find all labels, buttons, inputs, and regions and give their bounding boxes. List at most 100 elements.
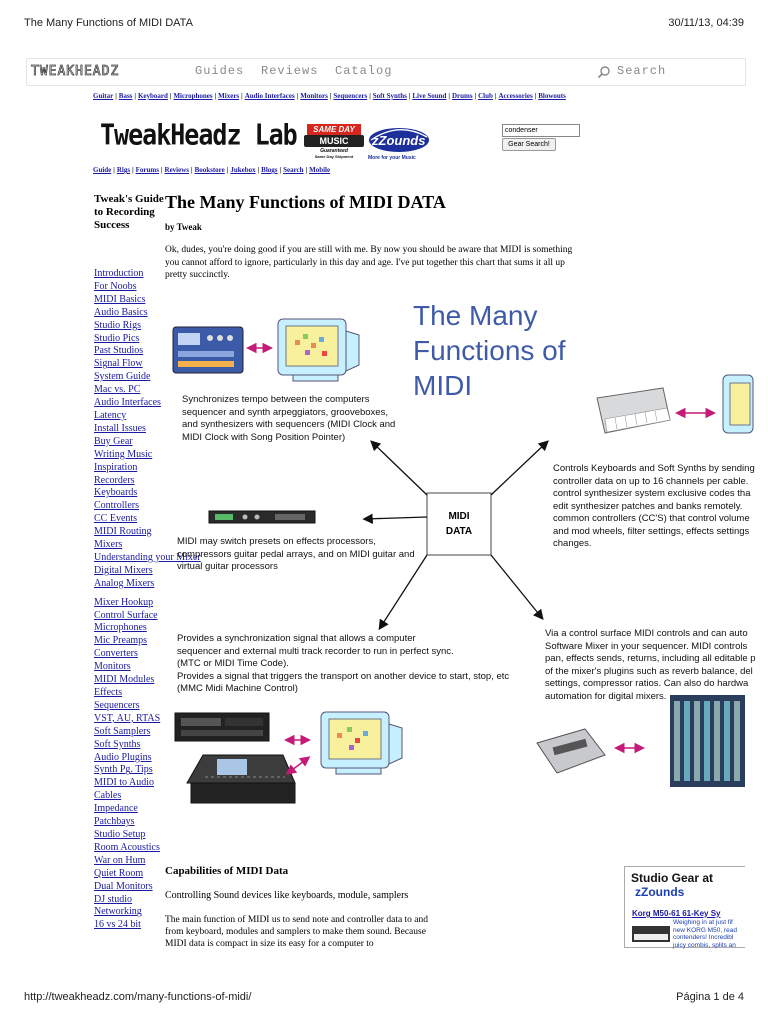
sub-link-guide[interactable]: Guide [93, 166, 112, 174]
search-field[interactable]: Search [597, 63, 737, 81]
sidebar-link-synth-pg-tips[interactable]: Synth Pg. Tips [94, 764, 153, 776]
sidebar-link-digital-mixers[interactable]: Digital Mixers [94, 564, 153, 576]
sub-link-jukebox[interactable]: Jukebox [230, 166, 256, 174]
arrow-to-surface [490, 554, 544, 621]
sidebar-link-recorders[interactable]: Recorders [94, 474, 135, 486]
sidebar-link-introduction[interactable]: Introduction [94, 268, 144, 279]
sidebar-link-buy-gear[interactable]: Buy Gear [94, 435, 133, 447]
nav-reviews[interactable]: Reviews [261, 64, 319, 78]
sidebar-link-midi-modules[interactable]: MIDI Modules [94, 674, 155, 686]
category-link-monitors[interactable]: Monitors [300, 92, 328, 100]
gear-search-button[interactable]: Gear Search! [502, 138, 556, 151]
clock-text-line: and synthesizers with sequencers (MIDI C… [182, 419, 396, 430]
category-link-drums[interactable]: Drums [451, 92, 473, 100]
sidebar-link-install-issues[interactable]: Install Issues [94, 422, 146, 434]
print-header-datetime: 30/11/13, 04:39 [668, 17, 744, 29]
sub-link-reviews[interactable]: Reviews [164, 166, 190, 174]
sidebar-link-16-vs-24-bit[interactable]: 16 vs 24 bit [94, 919, 141, 931]
tweakheadz-lab-logo[interactable]: TweakHeadz Lab [100, 117, 298, 152]
link-separator: | [448, 92, 450, 100]
category-link-bass[interactable]: Bass [118, 92, 133, 100]
category-link-club[interactable]: Club [478, 92, 493, 100]
sidebar-link-cc-events[interactable]: CC Events [94, 513, 138, 525]
sidebar-link-networking[interactable]: Networking [94, 906, 142, 918]
category-link-guitar[interactable]: Guitar [93, 92, 114, 100]
sidebar-link-audio-basics[interactable]: Audio Basics [94, 306, 148, 318]
gear-search-input[interactable] [502, 124, 580, 137]
category-link-microphones[interactable]: Microphones [173, 92, 213, 100]
sidebar-link-audio-interfaces[interactable]: Audio Interfaces [94, 397, 161, 409]
sidebar-link-sequencers[interactable]: Sequencers [94, 699, 140, 711]
category-link-mixers[interactable]: Mixers [218, 92, 240, 100]
nav-guides[interactable]: Guides [195, 64, 245, 78]
sidebar-link-microphones[interactable]: Microphones [94, 622, 147, 634]
surface-text-line: of the mixer's plugins such as reverb ba… [545, 665, 753, 677]
sidebar-link-soft-samplers[interactable]: Soft Samplers [94, 725, 151, 737]
sidebar-link-past-studios[interactable]: Past Studios [94, 345, 144, 357]
sub-link-search[interactable]: Search [283, 166, 304, 174]
sidebar-link-converters[interactable]: Converters [94, 648, 138, 660]
sidebar-link-system-guide[interactable]: System Guide [94, 371, 151, 383]
sidebar-link-room-acoustics[interactable]: Room Acoustics [94, 841, 160, 853]
sub-link-bookstore[interactable]: Bookstore [194, 166, 225, 174]
sidebar-link-cables[interactable]: Cables [94, 790, 122, 802]
category-link-accessories[interactable]: Accessories [498, 92, 533, 100]
sidebar-link-control-surface[interactable]: Control Surface [94, 609, 158, 621]
keyboards-text-line: and mod wheels, filter settings, effects… [553, 525, 750, 537]
sidebar-link-audio-plugins[interactable]: Audio Plugins [94, 751, 152, 763]
sidebar-link-studio-setup[interactable]: Studio Setup [94, 828, 146, 840]
sidebar-link-for-noobs[interactable]: For Noobs [94, 280, 137, 292]
gear-product-link[interactable]: Korg M50-61 61-Key Sy [632, 909, 721, 918]
surface-text-line: pan, effects sends, returns, including a… [545, 653, 756, 664]
sidebar-link-studio-pics[interactable]: Studio Pics [94, 332, 140, 344]
sidebar-link-soft-synths[interactable]: Soft Synths [94, 738, 141, 750]
sidebar-link-mixer-hookup[interactable]: Mixer Hookup [94, 596, 154, 608]
sub-links: Guide|Rigs|Forums|Reviews|Bookstore|Juke… [93, 166, 330, 174]
diagram-title-line-3: MIDI [413, 370, 472, 401]
clock-text-line: sequencer and synth arpeggiators, groove… [182, 406, 388, 418]
sub-link-blogs[interactable]: Blogs [261, 166, 278, 174]
link-separator: | [191, 166, 193, 174]
category-link-blowouts[interactable]: Blowouts [538, 92, 566, 100]
nav-catalog[interactable]: Catalog [335, 64, 393, 78]
sidebar-link-mixers[interactable]: Mixers [94, 539, 123, 551]
same-day-music-ad[interactable]: SAME DAY MUSIC Guaranteed Same Day Shipm… [304, 124, 364, 162]
sidebar-link-patchbays[interactable]: Patchbays [94, 816, 135, 828]
studio-gear-brand[interactable]: zZounds [635, 885, 685, 899]
zzounds-ad[interactable]: zZounds More for your Music [368, 125, 430, 163]
sidebar-link-controllers[interactable]: Controllers [94, 500, 139, 512]
capabilities-subheading: Controlling Sound devices like keyboards… [165, 890, 409, 901]
category-link-live-sound[interactable]: Live Sound [412, 92, 447, 100]
sidebar-link-mic-preamps[interactable]: Mic Preamps [94, 635, 148, 647]
sidebar-link-understanding-your-mixer[interactable]: Understanding your Mixer [94, 551, 201, 563]
category-link-audio-interfaces[interactable]: Audio Interfaces [244, 92, 295, 100]
sidebar-link-vst-au-rtas[interactable]: VST, AU, RTAS [94, 712, 161, 724]
category-link-soft-synths[interactable]: Soft Synths [372, 92, 407, 100]
sub-link-mobile[interactable]: Mobile [309, 166, 331, 174]
sub-link-forums[interactable]: Forums [135, 166, 159, 174]
sidebar-link-war-on-hum[interactable]: War on Hum [94, 854, 146, 866]
sidebar-link-keyboards[interactable]: Keyboards [94, 487, 138, 499]
sidebar-link-effects[interactable]: Effects [94, 687, 123, 698]
sidebar-link-dual-monitors[interactable]: Dual Monitors [94, 880, 153, 892]
sidebar-link-quiet-room[interactable]: Quiet Room [94, 867, 144, 879]
sidebar-link-dj-studio[interactable]: DJ studio [94, 893, 133, 905]
category-link-sequencers[interactable]: Sequencers [333, 92, 368, 100]
sidebar-link-analog-mixers[interactable]: Analog Mixers [94, 577, 155, 589]
category-link-keyboard[interactable]: Keyboard [137, 92, 168, 100]
sidebar-link-latency[interactable]: Latency [94, 409, 127, 421]
sidebar-link-monitors[interactable]: Monitors [94, 661, 131, 673]
sidebar-link-inspiration[interactable]: Inspiration [94, 461, 138, 473]
sidebar-link-midi-routing[interactable]: MIDI Routing [94, 526, 152, 538]
sub-link-rigs[interactable]: Rigs [116, 166, 131, 174]
sidebar-link-impedance[interactable]: Impedance [94, 803, 138, 815]
sidebar-link-mac-vs-pc[interactable]: Mac vs. PC [94, 384, 141, 396]
sidebar-link-midi-basics[interactable]: MIDI Basics [94, 293, 146, 305]
keyboard-synth-device [596, 387, 671, 434]
tweakheadz-logo[interactable]: TWEAKHEADZ [31, 64, 120, 80]
sidebar-link-writing-music[interactable]: Writing Music [94, 448, 153, 460]
sidebar-link-signal-flow[interactable]: Signal Flow [94, 358, 143, 370]
sidebar-link-midi-to-audio[interactable]: MIDI to Audio [94, 777, 154, 789]
sidebar-link-studio-rigs[interactable]: Studio Rigs [94, 319, 141, 331]
